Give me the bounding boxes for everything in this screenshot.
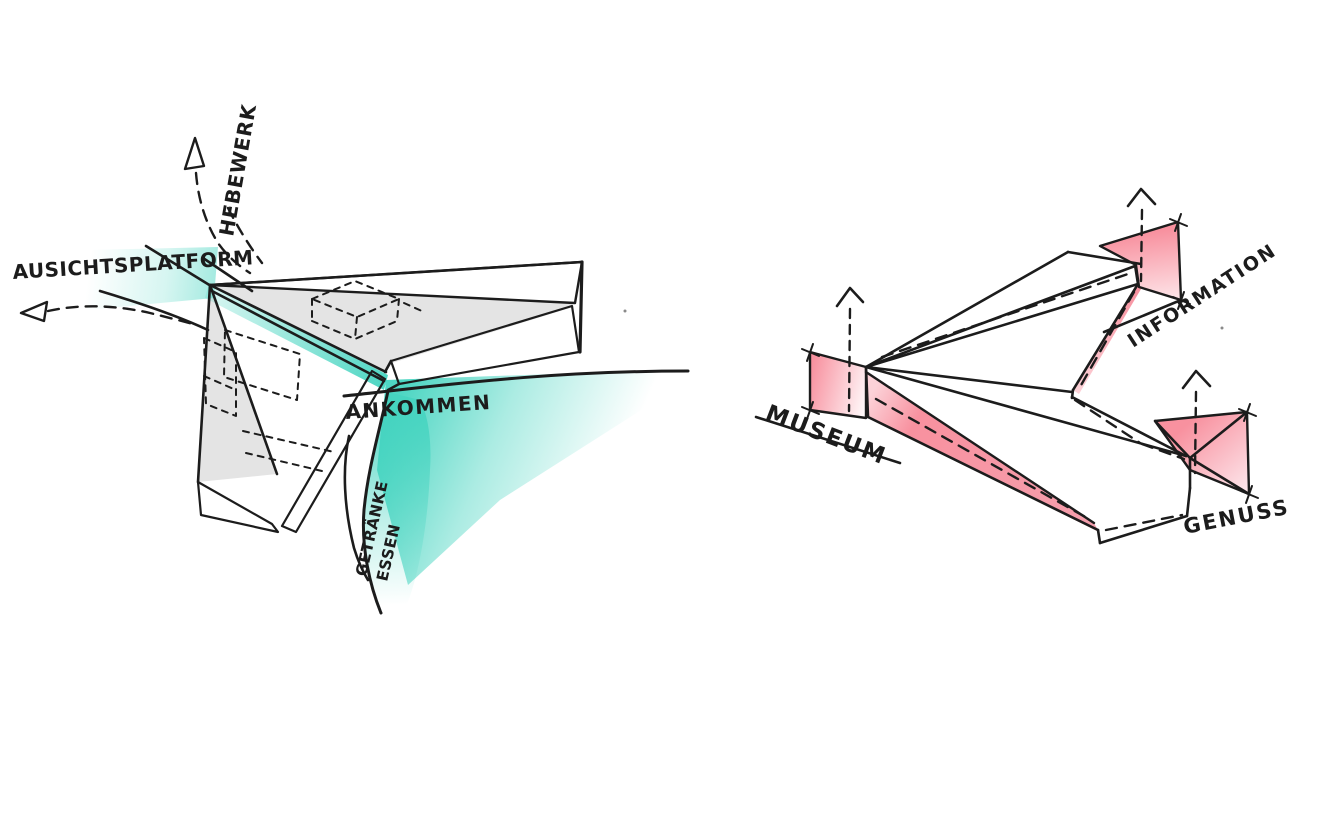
corner-tick — [801, 343, 820, 362]
platform-flow-beam — [86, 247, 218, 310]
lift-arrow — [183, 136, 264, 275]
hidden-box-edge — [203, 375, 237, 391]
information-arrow-line — [1139, 208, 1144, 283]
genuss-arrowhead-icon — [1181, 369, 1212, 390]
wall-edge-curve — [343, 434, 370, 582]
hidden-edge — [880, 270, 1136, 359]
sketch-line — [864, 365, 1074, 394]
corner-tick — [1240, 485, 1259, 504]
left-sketch: AUSICHTSPLATFORM HEBEWERK ANKOMMEN GETRÄ… — [12, 101, 690, 615]
lift-path-edge — [201, 256, 254, 293]
sketch-line — [1185, 486, 1192, 518]
lower-wing-gray-roof — [198, 285, 277, 482]
corner-tick — [1169, 213, 1188, 232]
sketch-line — [208, 283, 279, 476]
right-sketch: MUSEUM INFORMATION GENUSS — [754, 187, 1291, 545]
platform-arrow — [19, 300, 199, 327]
hidden-box — [311, 280, 400, 318]
platform-path-edge — [144, 244, 213, 288]
teal-flow-overlays — [86, 247, 690, 612]
sketch-line — [1153, 419, 1192, 460]
sketch-line — [1070, 395, 1188, 458]
food-flow-strip — [363, 392, 431, 612]
hidden-box-edge — [354, 316, 358, 340]
museum-up-arrow — [835, 286, 865, 413]
building-outline-lines — [98, 244, 690, 615]
museum-ground-line — [754, 415, 902, 465]
hidden-box-edge — [403, 302, 425, 313]
slab-outline-lines — [754, 250, 1251, 545]
platform-arrow-line — [46, 305, 199, 327]
corner-tick-marks — [801, 213, 1259, 504]
hidden-edge — [1140, 442, 1186, 461]
upper-wing-gray-roof — [210, 285, 574, 373]
lower-wing-bottom-fascia — [196, 480, 280, 534]
arrival-ground-line — [342, 369, 690, 398]
sketch-line — [1066, 250, 1143, 266]
information-up-arrow — [1126, 187, 1157, 283]
museum-arrowhead-icon — [835, 286, 865, 308]
corner-tick — [1238, 403, 1257, 422]
sketch-line — [1188, 410, 1249, 460]
corner-tick — [1172, 291, 1191, 310]
sketch-line — [864, 365, 1188, 458]
sketch-line — [386, 382, 401, 392]
genuss-arrow-line — [1193, 390, 1198, 475]
lift-arrow-line — [194, 171, 252, 275]
sketch-line — [1098, 514, 1189, 545]
lower-wing-white-face — [210, 285, 372, 474]
hidden-box-edge — [311, 320, 398, 340]
sketch-line — [208, 283, 388, 374]
sketch-line — [864, 250, 1070, 369]
hidden-box — [223, 329, 301, 401]
label-genuss: GENUSS — [1181, 495, 1291, 539]
sketch-line — [864, 370, 1096, 525]
hidden-edge-dashes — [874, 270, 1186, 532]
lift-arrowhead-icon — [183, 136, 206, 171]
sketch-line — [208, 260, 584, 287]
sketch-line — [210, 289, 386, 383]
sketch-line — [1133, 263, 1140, 286]
sketch-line — [196, 283, 212, 484]
hidden-edge — [1073, 398, 1142, 445]
hidden-edge — [1078, 290, 1136, 389]
lower-wing-right-fascia — [280, 369, 387, 534]
sketch-line — [578, 260, 584, 354]
sketch-line — [866, 415, 1100, 532]
sketch-line — [864, 365, 870, 419]
sketch-line — [864, 282, 1140, 369]
hidden-edge — [874, 397, 1091, 521]
lift-arrow-line-2 — [226, 206, 264, 265]
ink-speck — [623, 309, 627, 313]
museum-end-face — [808, 350, 868, 420]
label-hebewerk: HEBEWERK — [214, 101, 261, 238]
sketch-line — [1096, 528, 1102, 545]
ink-speck — [1220, 326, 1224, 330]
corner-tick — [801, 401, 820, 420]
hidden-edge — [242, 430, 335, 453]
hidden-volume-dashes — [203, 280, 425, 472]
museum-arrow-line — [847, 307, 852, 413]
building-roof-fills — [198, 260, 584, 482]
information-arrowhead-icon — [1126, 187, 1157, 208]
sketch-line — [383, 359, 393, 374]
sketch-line — [1102, 298, 1183, 334]
hidden-edge — [245, 452, 323, 472]
hidden-edge — [1104, 513, 1184, 532]
sketch-line — [1188, 456, 1251, 496]
path-edge-curve — [361, 389, 390, 615]
platform-path-lower-edge — [98, 289, 210, 332]
sketch-line — [1071, 282, 1140, 392]
genuss-up-arrow — [1181, 369, 1212, 475]
hidden-box-edge — [396, 298, 400, 322]
arrival-flow-fan — [377, 369, 690, 585]
platform-arrowhead-icon — [19, 300, 49, 323]
